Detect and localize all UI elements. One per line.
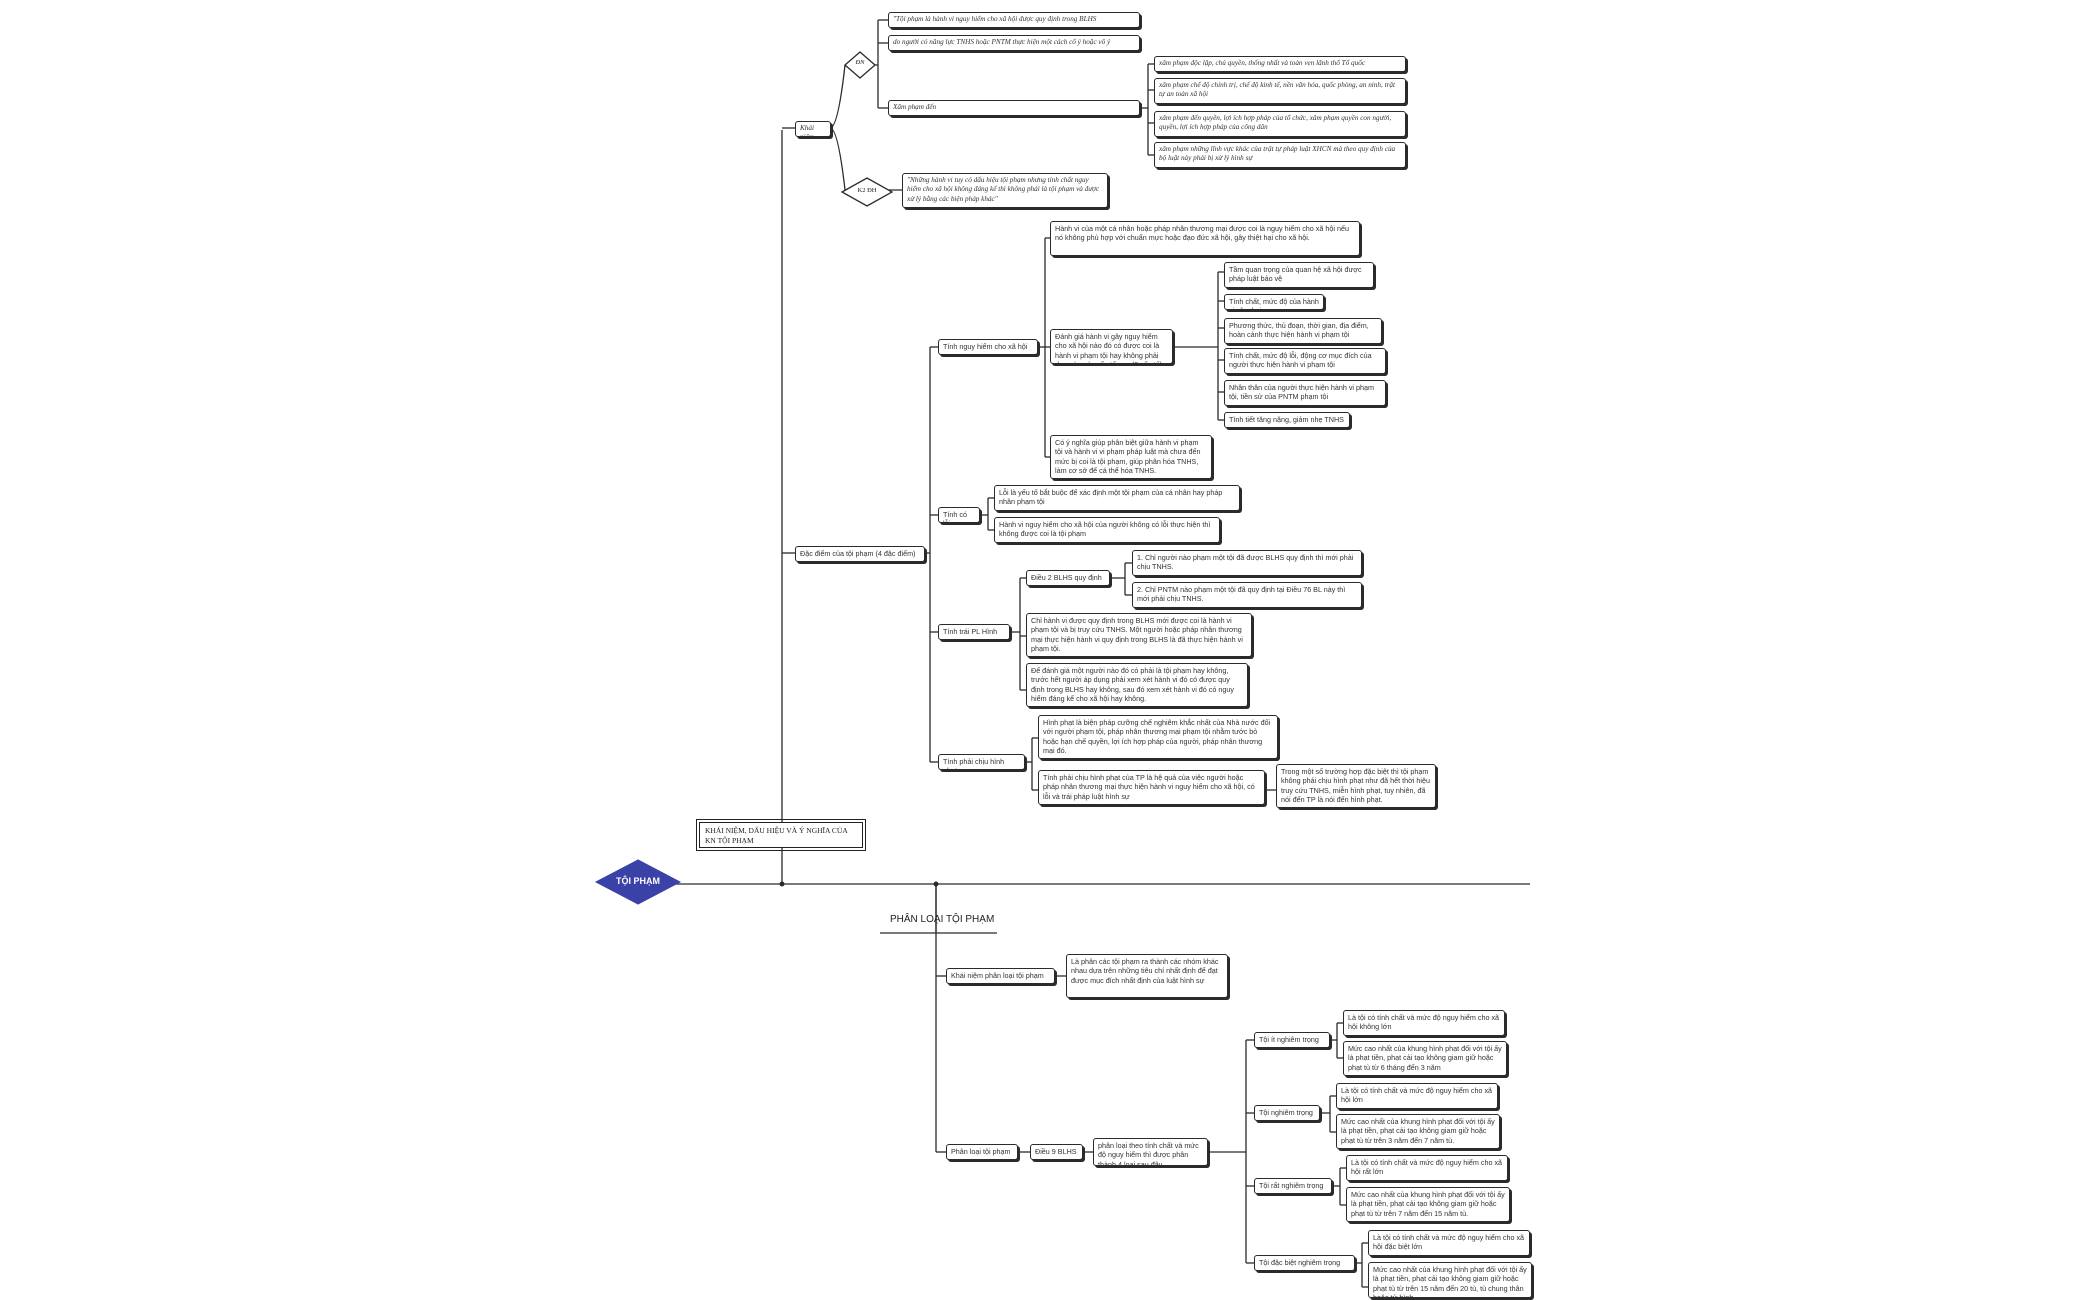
factor-4[interactable]: Tính chất, mức độ lỗi, động cơ mục đích … <box>1224 348 1386 374</box>
factor-3[interactable]: Phương thức, thủ đoạn, thời gian, địa đi… <box>1224 318 1382 344</box>
xam-pham-node[interactable]: Xâm phạm đến <box>888 100 1140 116</box>
def2-node[interactable]: do người có năng lực TNHS hoặc PNTM thực… <box>888 35 1140 51</box>
dieu-2-d1[interactable]: 1. Chỉ người nào phạm một tội đã được BL… <box>1132 550 1362 576</box>
kn-phan-loai-text[interactable]: Là phân các tội phạm ra thành các nhóm k… <box>1066 954 1228 998</box>
factor-6[interactable]: Tình tiết tăng nặng, giảm nhẹ TNHS <box>1224 412 1350 428</box>
khai-niem-node[interactable]: Khái niệm <box>795 121 831 137</box>
tinh-co-loi-node[interactable]: Tính có lỗi <box>938 507 980 523</box>
def1-node[interactable]: "Tội phạm là hành vi nguy hiểm cho xã hộ… <box>888 12 1140 28</box>
dn-diamond[interactable] <box>844 51 876 79</box>
factor-5[interactable]: Nhân thân của người thực hiện hành vi ph… <box>1224 380 1386 406</box>
hinh-phat-t1[interactable]: Hình phạt là biện pháp cưỡng chế nghiêm … <box>1038 715 1278 759</box>
xam-pham-1[interactable]: xâm phạm độc lập, chủ quyền, thống nhất … <box>1154 56 1406 72</box>
cat-1-b[interactable]: Mức cao nhất của khung hình phạt đối với… <box>1343 1041 1507 1076</box>
cat-4-b[interactable]: Mức cao nhất của khung hình phạt đối với… <box>1368 1262 1532 1298</box>
co-loi-t1[interactable]: Lỗi là yếu tố bắt buộc để xác định một t… <box>994 485 1240 511</box>
cat-4-a[interactable]: Là tội có tính chất và mức độ nguy hiểm … <box>1368 1230 1530 1256</box>
cat-2-b[interactable]: Mức cao nhất của khung hình phạt đối với… <box>1336 1114 1500 1149</box>
dieu-9-text[interactable]: phân loại theo tính chất và mức độ nguy … <box>1093 1138 1208 1166</box>
trai-pl-t2[interactable]: Để đánh giá một người nào đó có phải là … <box>1026 663 1248 707</box>
cat-3-a[interactable]: Là tội có tính chất và mức độ nguy hiểm … <box>1346 1155 1508 1181</box>
dieu-9-node[interactable]: Điều 9 BLHS <box>1030 1144 1083 1160</box>
hinh-phat-t2[interactable]: Tính phải chịu hình phạt của TP là hệ qu… <box>1038 770 1265 805</box>
dieu-2-d2[interactable]: 2. Chỉ PNTM nào phạm một tội đã quy định… <box>1132 582 1362 608</box>
k2dh-label: K2 ĐH <box>857 187 877 194</box>
cat-3-b[interactable]: Mức cao nhất của khung hình phạt đối với… <box>1346 1187 1510 1222</box>
phan-loai-node[interactable]: Phân loại tội phạm <box>946 1144 1018 1160</box>
cat-2-a[interactable]: Là tội có tính chất và mức độ nguy hiểm … <box>1336 1083 1498 1109</box>
factor-2[interactable]: Tính chất, mức độ của hành vi xâm hại <box>1224 294 1324 310</box>
root-diamond[interactable] <box>594 859 682 905</box>
factor-1[interactable]: Tầm quan trọng của quan hệ xã hội được p… <box>1224 262 1374 288</box>
hinh-phat-node[interactable]: Tính phải chịu hình phạt <box>938 754 1025 770</box>
k2dh-text[interactable]: "Những hành vi tuy có dấu hiệu tội phạm … <box>902 173 1108 208</box>
nguy-hiem-t1[interactable]: Hành vi của một cá nhân hoặc pháp nhân t… <box>1050 221 1360 256</box>
xam-pham-2[interactable]: xâm phạm chế độ chính trị, chế độ kinh t… <box>1154 78 1406 104</box>
kn-phan-loai-node[interactable]: Khái niệm phân loại tội phạm <box>946 968 1055 984</box>
nguy-hiem-t2[interactable]: Đánh giá hành vi gây nguy hiểm cho xã hộ… <box>1050 329 1173 364</box>
tinh-nguy-hiem-node[interactable]: Tính nguy hiểm cho xã hội <box>938 339 1038 355</box>
cat-4-label[interactable]: Tội đặc biệt nghiêm trọng <box>1254 1255 1355 1271</box>
co-loi-t2[interactable]: Hành vi nguy hiểm cho xã hội của người k… <box>994 517 1220 543</box>
trai-pl-t1[interactable]: Chỉ hành vi được quy định trong BLHS mới… <box>1026 613 1252 657</box>
cat-3-label[interactable]: Tội rất nghiêm trọng <box>1254 1178 1332 1194</box>
section1-title[interactable]: KHÁI NIỆM, DẤU HIỆU VÀ Ý NGHĨA CỦA KN TỘ… <box>696 819 866 851</box>
dieu-2-node[interactable]: Điều 2 BLHS quy định <box>1026 570 1110 586</box>
dac-diem-node[interactable]: Đặc điểm của tội phạm (4 đặc điểm) <box>795 546 925 562</box>
xam-pham-3[interactable]: xâm phạm đến quyền, lợi ích hợp pháp của… <box>1154 111 1406 137</box>
trai-pl-node[interactable]: Tính trái PL Hình sự <box>938 624 1010 640</box>
dn-label: ĐN <box>855 59 865 66</box>
hinh-phat-t3[interactable]: Trong một số trường hợp đặc biệt thì tội… <box>1276 764 1436 808</box>
cat-1-label[interactable]: Tội ít nghiêm trọng <box>1254 1032 1330 1048</box>
xam-pham-4[interactable]: xâm phạm những lĩnh vực khác của trật tự… <box>1154 142 1406 168</box>
section2-title[interactable]: PHÂN LOẠI TỘI PHẠM <box>890 914 995 925</box>
cat-2-label[interactable]: Tội nghiêm trọng <box>1254 1105 1320 1121</box>
cat-1-a[interactable]: Là tội có tính chất và mức độ nguy hiểm … <box>1343 1010 1505 1036</box>
root-label: TỘI PHẠM <box>616 876 660 886</box>
k2dh-diamond[interactable] <box>840 177 894 207</box>
nguy-hiem-t3[interactable]: Có ý nghĩa giúp phân biệt giữa hành vi p… <box>1050 435 1212 479</box>
